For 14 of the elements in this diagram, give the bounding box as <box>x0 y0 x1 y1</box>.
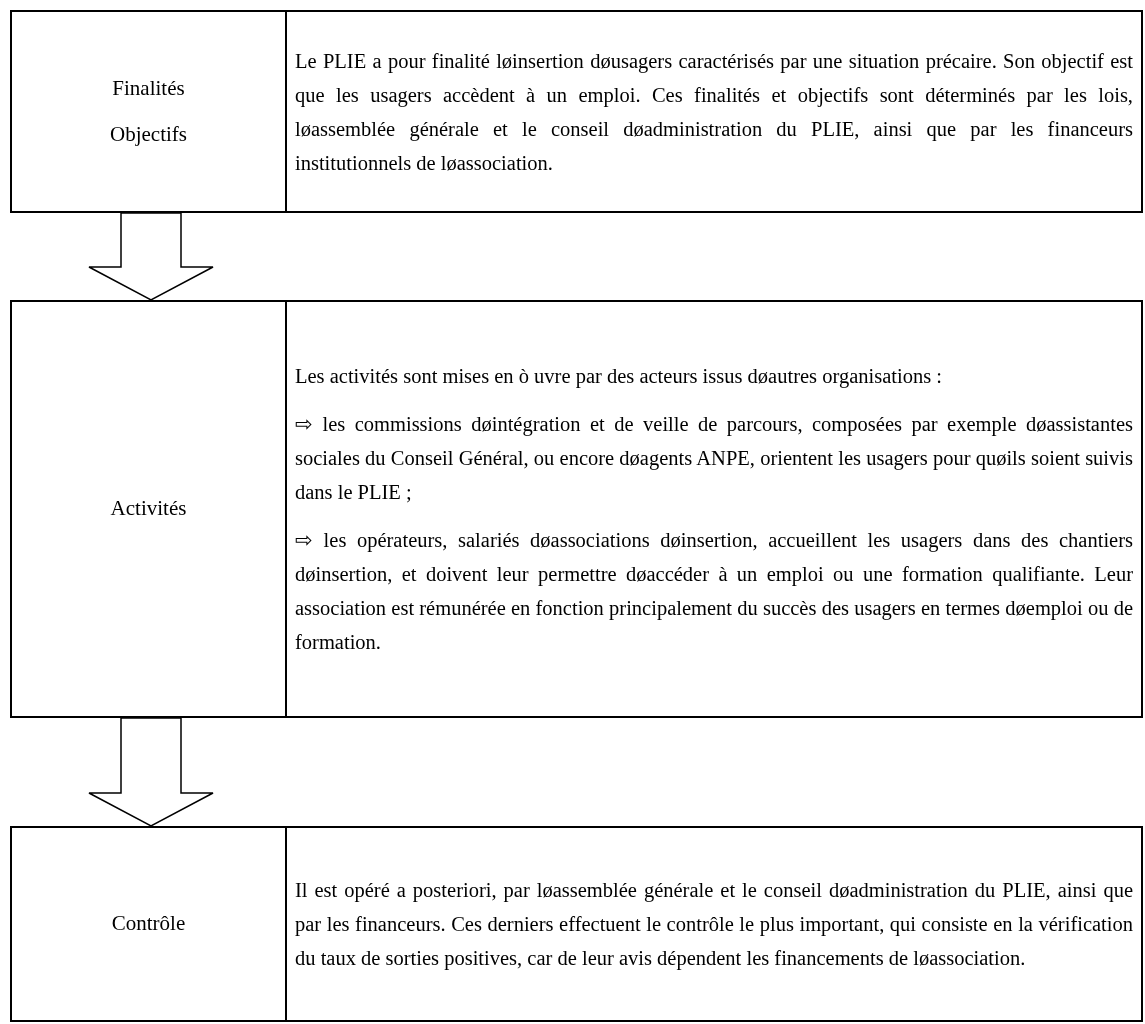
block-arrow <box>88 212 214 301</box>
table-row <box>10 826 1143 1022</box>
table-row <box>10 300 1143 718</box>
paragraph: ⇨ les commissions døintégration et de veille de parcours, composées par exemple døassistantes sociales du Conseil Général, ou encore døagents ANPE, orientent les usagers pour quøils soient suivis dans le PLIE ; <box>295 412 1133 505</box>
block-arrow <box>88 717 214 827</box>
paragraph: Il est opéré a posteriori, par løassemblée générale et le conseil døadministration du PLIE, ainsi que par les financeurs. Ces derniers effectuent le contrôle le plus important, qui consiste en la vérification du taux de sorties positives, car de leur avis dépendent les financements de løassociation. <box>295 878 1133 972</box>
row-heading: Activités <box>110 495 187 523</box>
table-row <box>10 10 1143 213</box>
row-heading: Finalités <box>112 75 185 102</box>
paragraph: ⇨ les opérateurs, salariés døassociations døinsertion, accueillent les usagers dans des chantiers døinsertion, et doivent leur permettre døaccéder à un emploi ou une formation qualifiante. Leur association est rémunérée en fonction principalement du succès des usagers en termes døemploi ou de formation. <box>295 528 1133 655</box>
paragraph: Le PLIE a pour finalité løinsertion døusagers caractérisés par une situation précaire. Son objectif est que les usagers accèdent à un emploi. Ces finalités et objectifs sont déterminés par les lois, løassemblée générale et le conseil døadministration du PLIE, ainsi que par les financeurs institutionnels de løassociation. <box>295 48 1133 176</box>
row-heading: Contrôle <box>111 910 186 938</box>
row-heading: Objectifs <box>110 120 187 148</box>
paragraph: Les activités sont mises en ò uvre par des acteurs issus døautres organisations : <box>295 364 943 390</box>
